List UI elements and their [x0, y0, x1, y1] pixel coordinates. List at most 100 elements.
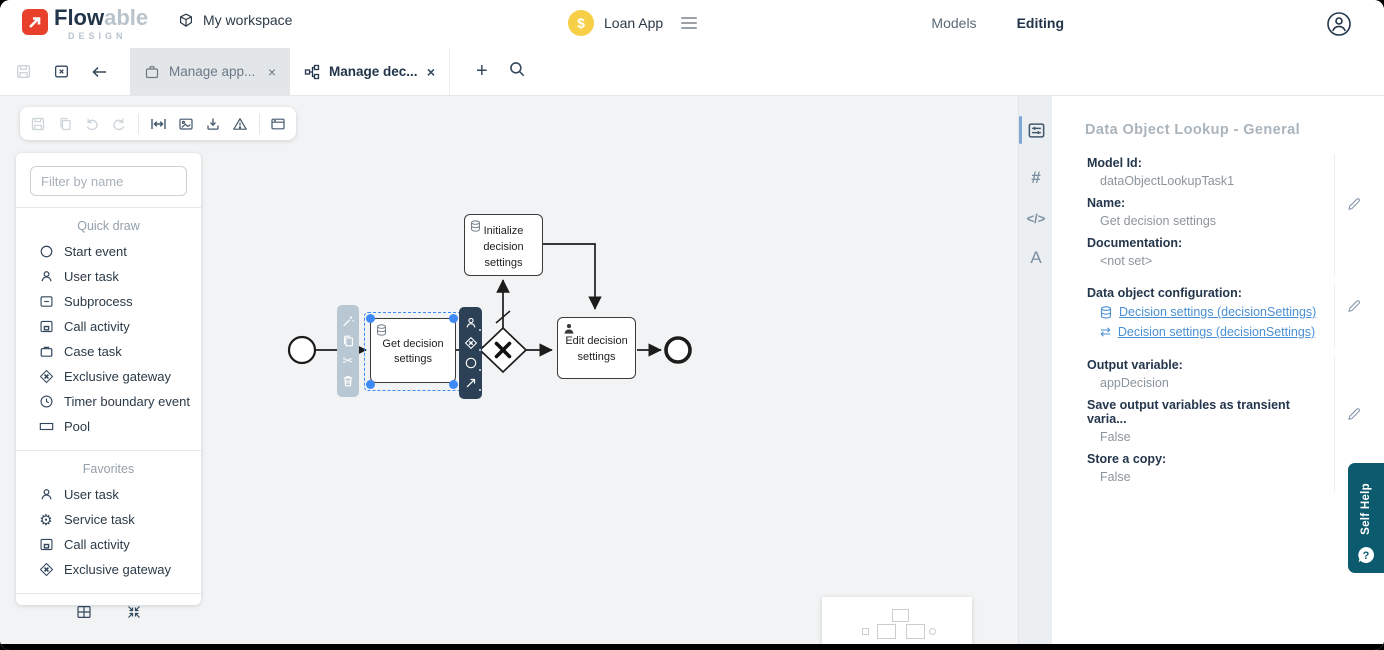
selection-handle[interactable]	[449, 380, 458, 389]
tab-manage-app[interactable]: Manage app... ×	[130, 48, 290, 95]
close-model-icon[interactable]	[50, 61, 72, 83]
case-task-icon	[38, 344, 54, 360]
palette-item-exclusive-gateway[interactable]: Exclusive gateway	[16, 364, 201, 389]
quickdraw-wand-icon[interactable]	[341, 314, 356, 329]
app-badge: $	[568, 10, 594, 36]
palette-item-label: Case task	[64, 344, 122, 359]
user-task-icon	[38, 487, 54, 503]
favorite-item-service-task[interactable]: ⚙ Service task	[16, 507, 201, 532]
favorite-item-call-activity[interactable]: Call activity	[16, 532, 201, 557]
app-switcher[interactable]: $ Loan App	[568, 10, 698, 36]
palette-item-label: Exclusive gateway	[64, 562, 171, 577]
app-model-icon	[144, 64, 160, 80]
undo-icon[interactable]	[84, 114, 100, 133]
minimap-node	[892, 609, 909, 622]
filter-input[interactable]	[30, 166, 187, 196]
end-event[interactable]	[664, 336, 692, 364]
fit-width-icon[interactable]	[150, 114, 167, 133]
canvas-toolbar	[20, 107, 296, 140]
palette-item-user-task[interactable]: User task	[16, 264, 201, 289]
gateway-x-marker	[494, 341, 512, 359]
task-edit-decision-settings[interactable]: Edit decision settings	[557, 317, 636, 379]
exclusive-gateway[interactable]	[478, 326, 528, 374]
redo-icon[interactable]	[111, 114, 127, 133]
favorite-item-exclusive-gateway[interactable]: Exclusive gateway	[16, 557, 201, 582]
user-avatar-icon[interactable]	[1326, 11, 1352, 42]
delete-shape-icon[interactable]	[341, 374, 356, 389]
header-nav: Models Editing	[931, 15, 1064, 31]
export-image-icon[interactable]	[178, 114, 194, 133]
properties-title: Data Object Lookup - General	[1085, 122, 1301, 138]
self-help-tab[interactable]: Self Help ?	[1348, 463, 1384, 573]
tab-text-icon[interactable]: A	[1030, 248, 1042, 267]
task-get-decision-settings[interactable]: Get decision settings	[370, 318, 456, 383]
palette-item-start-event[interactable]: Start event	[16, 239, 201, 264]
append-user-task-icon[interactable]	[463, 316, 481, 331]
copy-icon[interactable]	[57, 114, 73, 133]
save-model-icon[interactable]	[12, 61, 34, 83]
tab-variables-icon[interactable]: #	[1031, 168, 1041, 187]
palette-item-label: Start event	[64, 244, 127, 259]
tab-close-icon[interactable]: ×	[426, 63, 435, 80]
tab-close-icon[interactable]: ×	[267, 63, 276, 80]
call-activity-icon	[38, 319, 54, 335]
task-label: Get decision settings	[382, 337, 444, 366]
tab-actions	[12, 48, 148, 95]
selection-handle[interactable]	[366, 314, 375, 323]
data-object-mapping-link[interactable]: Decision settings (decisionSettings)	[1117, 325, 1316, 339]
tab-properties-icon[interactable]	[1019, 110, 1053, 150]
palette-item-subprocess[interactable]: Subprocess	[16, 289, 201, 314]
edit-name-icon[interactable]	[1346, 196, 1362, 212]
task-initialize-decision-settings[interactable]: Initialize decision settings	[464, 214, 543, 276]
new-tab-icon[interactable]: +	[476, 60, 488, 82]
app-menu-icon[interactable]	[681, 17, 698, 29]
history-back-icon[interactable]	[88, 61, 110, 83]
palette-item-call-activity[interactable]: Call activity	[16, 314, 201, 339]
data-object-link[interactable]: Decision settings (decisionSettings)	[1119, 305, 1317, 319]
cut-shape-icon[interactable]: ✂	[342, 353, 354, 368]
palette-grid-view-icon[interactable]	[76, 604, 92, 623]
save-icon[interactable]	[30, 114, 46, 133]
palette-collapse-icon[interactable]	[126, 604, 142, 623]
palette-item-pool[interactable]: Pool	[16, 414, 201, 439]
edit-transient-icon[interactable]	[1346, 406, 1362, 422]
nav-models[interactable]: Models	[931, 15, 977, 31]
flowable-logo-text: Flowable DESIGN	[54, 7, 148, 41]
palette-item-timer-boundary-event[interactable]: Timer boundary event	[16, 389, 201, 414]
panel-toggle-icon[interactable]	[270, 114, 286, 133]
search-models-icon[interactable]	[508, 60, 526, 83]
edit-data-object-icon[interactable]	[1346, 298, 1362, 314]
diagram-minimap[interactable]	[822, 597, 972, 644]
selection-handle[interactable]	[449, 314, 458, 323]
properties-tab-strip: # </> A	[1018, 96, 1053, 650]
subprocess-icon	[38, 294, 54, 310]
draw-connection-icon[interactable]	[463, 376, 481, 391]
copy-shape-icon[interactable]	[341, 334, 356, 349]
append-event-icon[interactable]	[463, 356, 481, 371]
download-icon[interactable]	[205, 114, 221, 133]
nav-editing[interactable]: Editing	[1016, 15, 1064, 31]
tab-code-icon[interactable]: </>	[1026, 210, 1046, 226]
output-variable-label: Output variable:	[1087, 358, 1183, 372]
selection-handle[interactable]	[366, 380, 375, 389]
bpmn-canvas[interactable]: Quick draw Start event User task Subproc…	[0, 96, 1018, 650]
data-object-lookup-icon	[376, 323, 387, 341]
tab-manage-decision[interactable]: Manage dec... ×	[290, 48, 450, 95]
workspace-label: My workspace	[203, 12, 293, 28]
validation-warning-icon[interactable]	[232, 114, 248, 133]
tab-label: Manage app...	[169, 64, 256, 79]
start-event-icon	[38, 244, 54, 260]
favorite-item-user-task[interactable]: User task	[16, 482, 201, 507]
start-event[interactable]	[287, 335, 317, 365]
pool-icon	[38, 419, 54, 435]
documentation-label: Documentation:	[1087, 236, 1183, 250]
data-object-lookup-icon	[470, 219, 481, 237]
store-copy-value: False	[1100, 470, 1131, 484]
app-name: Loan App	[604, 15, 664, 31]
workspace-selector[interactable]: My workspace	[178, 12, 292, 28]
store-copy-label: Store a copy:	[1087, 452, 1167, 466]
append-gateway-icon[interactable]	[463, 336, 481, 351]
property-group-output: Output variable: appDecision Save output…	[1087, 356, 1360, 492]
flowable-logo-icon	[22, 9, 48, 35]
palette-item-case-task[interactable]: Case task	[16, 339, 201, 364]
